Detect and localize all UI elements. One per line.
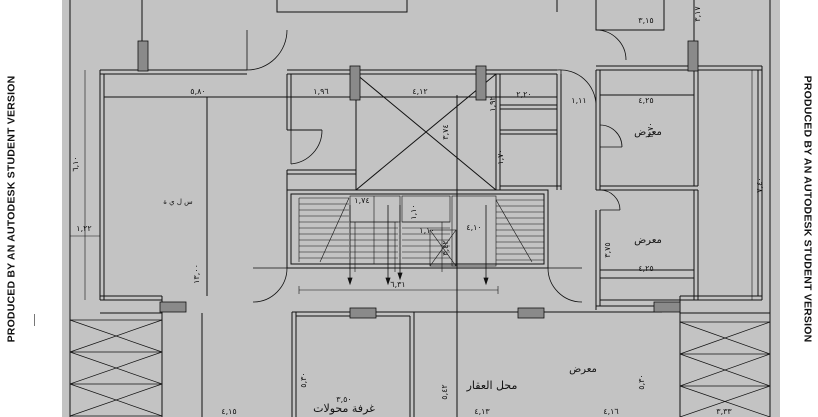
dim-3-33: ٣,٣٣ (716, 407, 732, 416)
vertical-dimension-labels: ٣,١٧ ٣,٧٤ ١,٩٢ ١,٧٠ ٢,٧٠ ٣,٧٥ ٦,١٠ ١٣,٠٠… (71, 6, 764, 400)
doors (246, 29, 627, 303)
room-labels: معرض معرض معرض محل العقار غرفة محولات س … (163, 127, 662, 415)
dimension-labels: ٥,٨٠ ١,٩٦ ٤,١٢ ٢,٢٠ ١,١١ ٤,٢٥ ٤,٢٥ ٣,١٥ … (76, 16, 732, 416)
dim-1-11: ١,١١ (571, 96, 586, 105)
dimension-ticks (70, 70, 753, 300)
staircase (298, 195, 545, 272)
dim-13-00: ١٣,٠٠ (192, 264, 201, 284)
watermark-left-text: PRODUCED BY AN AUTODESK STUDENT VERSION (5, 75, 17, 342)
floor-plan-canvas: معرض معرض معرض محل العقار غرفة محولات س … (62, 0, 780, 417)
watermark-dash (34, 314, 35, 326)
room-label-showroom-1: معرض (634, 127, 662, 138)
dim-4-16: ٤,١٦ (603, 407, 618, 416)
room-label-showroom-2: معرض (634, 235, 662, 246)
dim-1-22: ١,٢٢ (76, 224, 91, 233)
dim-7-40: ٧,٤٠ (755, 177, 764, 192)
watermark-right: PRODUCED BY AN AUTODESK STUDENT VERSION (796, 0, 818, 417)
stair-dimension-line (298, 286, 499, 294)
watermark-right-text: PRODUCED BY AN AUTODESK STUDENT VERSION (801, 75, 813, 342)
plan-background (62, 0, 780, 417)
watermark-left: PRODUCED BY AN AUTODESK STUDENT VERSION (0, 0, 22, 417)
walls (69, 0, 771, 417)
dim-5-42: ٥,٤٢ (440, 384, 449, 399)
dim-4-12: ٤,١٢ (412, 87, 427, 96)
dim-3-50: ٣,٥٠ (336, 395, 351, 404)
dim-1-96: ١,٩٦ (313, 87, 328, 96)
dim-5-80: ٥,٨٠ (190, 87, 205, 96)
ramp-right (679, 321, 771, 417)
stair-arrows (347, 205, 489, 286)
ramp-left (69, 319, 163, 417)
room-label-showroom-3: معرض (569, 364, 597, 375)
floor-plan-drawing: معرض معرض معرض محل العقار غرفة محولات س … (62, 0, 780, 417)
dim-3-75: ٣,٧٥ (603, 242, 612, 257)
dim-4-15: ٤,١٥ (221, 407, 236, 416)
dim-4-25-b: ٤,٢٥ (638, 264, 653, 273)
dim-3-74: ٣,٧٤ (441, 124, 450, 139)
dim-4-25-a: ٤,٢٥ (638, 96, 653, 105)
dim-5-30-a: ٥,٣٠ (299, 372, 308, 387)
structural-columns (137, 40, 699, 319)
dim-3-42: ٣,٤٢ (441, 240, 450, 255)
dim-6-31: ٦,٣١ (390, 280, 405, 289)
room-label-shop: محل العقار (466, 379, 518, 392)
dim-1-92: ١,٩٢ (488, 96, 497, 111)
room-label-transformer-room: غرفة محولات (313, 402, 375, 415)
dim-5-30-b: ٥,٣٠ (637, 374, 646, 389)
dim-4-10: ٤,١٠ (466, 223, 481, 232)
dim-2-20: ٢,٢٠ (516, 90, 531, 99)
dim-3-15: ٣,١٥ (638, 16, 653, 25)
dim-1-74: ١,٧٤ (354, 196, 369, 205)
dim-6-10: ٦,١٠ (71, 156, 80, 171)
dim-4-13: ٤,١٣ (474, 407, 490, 416)
dim-1-10-b: ١,١٠ (409, 204, 418, 219)
dim-2-70: ٢,٧٠ (646, 122, 655, 137)
dim-1-10-a: ١,١٠ (419, 226, 434, 235)
dim-3-17: ٣,١٧ (693, 6, 702, 22)
room-label-left-room: س ل ي ة (163, 198, 192, 206)
dim-1-70: ١,٧٠ (496, 149, 505, 164)
